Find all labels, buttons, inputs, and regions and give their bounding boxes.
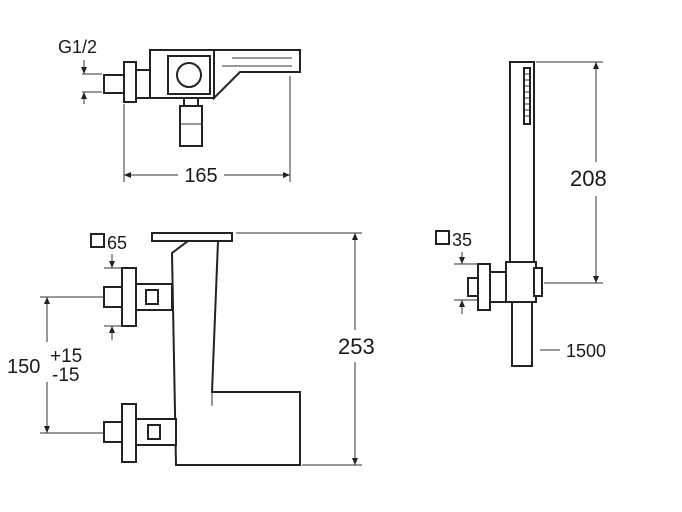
top-diverter-neck xyxy=(183,97,199,107)
top-inlet-nut xyxy=(103,74,125,94)
front-upper-inner xyxy=(145,289,159,305)
thread-label: G1/2 xyxy=(58,37,97,57)
hose-length-label: 1500 xyxy=(566,341,606,361)
handset-nozzle-strip xyxy=(523,67,531,125)
front-lower-inner xyxy=(147,424,161,440)
width-dim-label: 165 xyxy=(184,165,217,187)
front-upper-arm xyxy=(135,283,173,311)
holder-flange xyxy=(477,263,491,311)
square-symbol-35 xyxy=(435,230,450,245)
front-view: 65 150 +15 -15 253 xyxy=(7,232,375,466)
handset-length-label: 208 xyxy=(570,166,607,191)
top-diverter xyxy=(179,105,203,147)
top-inlet-flange xyxy=(123,61,137,103)
front-top-plate xyxy=(151,232,233,242)
square-65-label: 65 xyxy=(107,233,127,253)
top-cartridge-circle xyxy=(176,62,202,88)
handset-nozzles xyxy=(524,73,530,117)
top-inlet-arm xyxy=(135,69,151,99)
spacing-dim-label: 150 xyxy=(7,356,40,378)
hose-stub xyxy=(511,301,533,367)
square-35-label: 35 xyxy=(452,230,472,250)
front-upper-nut xyxy=(103,286,123,308)
spacing-tol-plus: +15 xyxy=(50,346,82,367)
front-lower-flange xyxy=(121,403,137,463)
thread-arrow-top xyxy=(81,67,87,74)
square-symbol-65 xyxy=(90,233,105,248)
top-view: G1/2 165 xyxy=(58,37,301,187)
holder-clip xyxy=(533,267,543,297)
spacing-tol-minus: -15 xyxy=(52,365,79,386)
front-upper-flange xyxy=(121,267,137,327)
top-spout xyxy=(213,49,301,101)
holder-cradle xyxy=(505,261,537,303)
height-dim-label: 253 xyxy=(338,334,375,359)
top-cartridge xyxy=(167,55,211,95)
front-body xyxy=(170,240,301,466)
thread-arrow-bottom xyxy=(81,92,87,99)
front-lower-nut xyxy=(103,421,123,443)
hand-shower-view: 208 35 1500 xyxy=(435,61,607,367)
